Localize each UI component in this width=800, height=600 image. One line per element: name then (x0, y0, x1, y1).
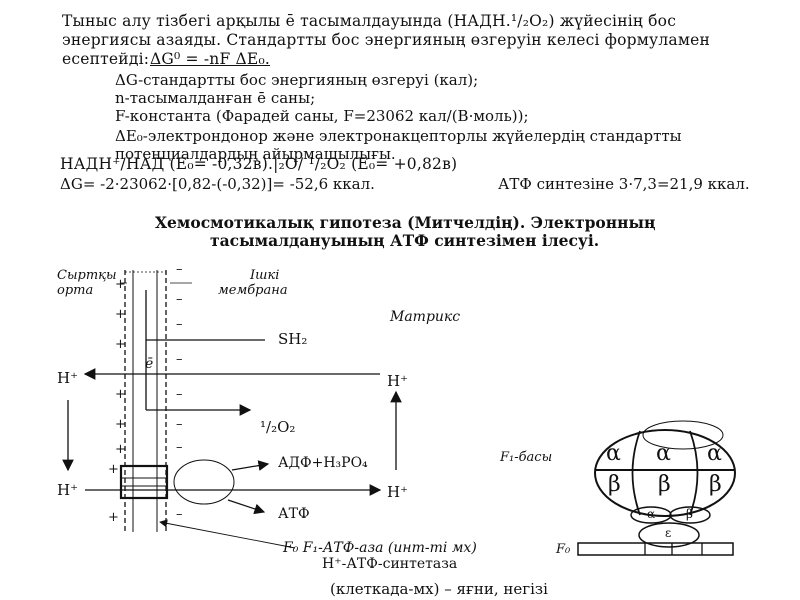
alpha-subunit: α (606, 441, 621, 466)
beta-subunit: β (658, 472, 671, 497)
definition-delta-e-line-1: ΔE₀-электрондонор және электронакцепторл… (115, 127, 682, 145)
plus-sign: + (108, 462, 119, 477)
inner-membrane-label-line-1: Ішкі (250, 268, 280, 283)
h-plus-matrix-top: H⁺ (387, 372, 408, 390)
plus-sign: + (115, 307, 126, 322)
plus-sign: + (115, 277, 126, 292)
beta-small-subunit: β (686, 507, 693, 521)
outer-medium-label-line-2: орта (57, 283, 94, 298)
f0f1-pointer (159, 519, 296, 549)
atp-output-arrow (227, 499, 266, 515)
h-plus-matrix-bottom: H⁺ (387, 483, 408, 501)
epsilon-subunit: ε (665, 526, 672, 540)
definition-delta-g: ΔG-стандартты бос энергияның өзгеруі (ка… (115, 71, 479, 89)
minus-sign: – (176, 507, 183, 522)
h-plus-outer-bottom: H⁺ (57, 481, 78, 499)
h-atp-synthase-label: H⁺-АТФ-синтетаза (322, 556, 458, 572)
f1-subunit-assembly (594, 420, 736, 548)
minus-sign: – (176, 352, 183, 367)
minus-sign: – (176, 440, 183, 455)
plus-sign: + (108, 510, 119, 525)
intro-line-3: есептейді: (62, 50, 150, 68)
alpha-small-subunit: α (647, 507, 656, 521)
plus-sign: + (115, 387, 126, 402)
half-oxygen-label: ¹/₂O₂ (260, 418, 296, 436)
section-heading-line-1: Хемосмотикалық гипотеза (Митчелдің). Эле… (155, 213, 656, 232)
electron-label: ē (145, 356, 154, 372)
outer-medium-label-line-1: Сыртқы (57, 268, 117, 283)
matrix-label: Матрикс (390, 309, 461, 325)
redox-pair: НАДН⁺/НАД (E₀= -0,32в).|₂O/ ¹/₂O₂ (E₀= +… (60, 155, 458, 173)
plus-sign: + (115, 442, 126, 457)
alpha-subunit: α (707, 441, 722, 466)
f0-membrane-channel (119, 464, 169, 500)
atp-synthesis-energy: АТФ синтезіне 3·7,3=21,9 ккал. (498, 175, 750, 193)
delta-g-calculation: ΔG= -2·23062·[0,82-(-0,32)]= -52,6 ккал. (60, 175, 375, 193)
f1-head-label: F₁-басы (500, 450, 553, 465)
plus-sign: + (115, 337, 126, 352)
free-energy-formula: ΔG⁰ = -nF ΔE₀. (150, 50, 270, 68)
minus-sign: – (176, 317, 183, 332)
definition-n: n-тасымалданған ē саны; (115, 89, 316, 107)
minus-sign: – (176, 417, 183, 432)
f0-label: F₀ (556, 542, 571, 557)
minus-sign: – (176, 292, 183, 307)
inner-membrane-label-line-2: мембрана (218, 283, 288, 298)
definition-faraday: F-константа (Фарадей саны, F=23062 кал/(… (115, 107, 529, 125)
beta-subunit: β (709, 472, 722, 497)
adp-input-arrow (231, 460, 270, 471)
atp-label: АТФ (278, 506, 310, 522)
section-heading-line-2: тасымалдануының АТФ синтезімен ілесуі. (210, 231, 600, 250)
f0f1-atpase-label: F₀ F₁-АТФ-аза (инт-ті мх) (283, 540, 477, 556)
minus-sign: – (176, 387, 183, 402)
definition-delta-e-line-2: потенциалдардың айырмашылығы. (115, 145, 396, 163)
bottom-text: (клеткада-мх) – яғни, негізі (330, 580, 548, 598)
alpha-subunit: α (656, 441, 671, 466)
minus-sign: – (176, 262, 183, 277)
intro-line-2: энергиясы азаяды. Стандартты бос энергия… (62, 31, 710, 49)
plus-sign: + (115, 417, 126, 432)
beta-subunit: β (608, 472, 621, 497)
intro-line-1: Тыныс алу тізбегі арқылы ē тасымалдауынд… (62, 12, 677, 30)
h-plus-outer-top: H⁺ (57, 369, 78, 387)
sh2-label: SH₂ (278, 330, 308, 348)
f0-subunit-bar (577, 542, 734, 556)
f1-head-small (173, 459, 235, 505)
adp-phosphate-label: АДФ+H₃PO₄ (278, 455, 368, 471)
electron-path (145, 290, 265, 416)
